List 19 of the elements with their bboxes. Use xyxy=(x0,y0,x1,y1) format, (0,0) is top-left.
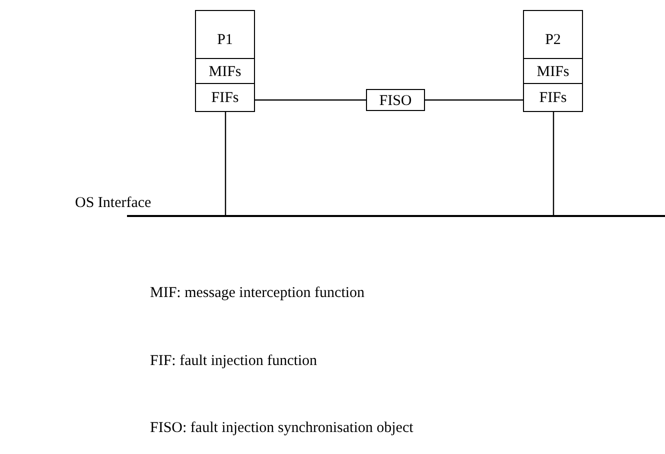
node-label: MIFs xyxy=(536,63,570,81)
node-label: MIFs xyxy=(208,63,242,81)
node-label: FIFs xyxy=(210,89,240,107)
node-label: FISO xyxy=(378,92,413,110)
interface-label: OS Interface xyxy=(75,195,152,212)
process-box xyxy=(366,89,425,111)
connector-line xyxy=(255,99,366,101)
node-label: P1 xyxy=(216,31,234,49)
interface-line xyxy=(127,215,665,217)
connector-line xyxy=(425,99,523,101)
node-label: P2 xyxy=(544,31,562,49)
connector-line xyxy=(552,112,554,215)
process-box xyxy=(195,10,255,112)
connector-line xyxy=(224,112,226,215)
definition-note: FISO: fault injection synchronisation object xyxy=(150,420,414,437)
node-label: FIFs xyxy=(538,89,568,107)
process-box xyxy=(523,10,583,112)
definition-note: FIF: fault injection function xyxy=(150,353,318,370)
definition-note: MIF: message interception function xyxy=(150,285,365,302)
